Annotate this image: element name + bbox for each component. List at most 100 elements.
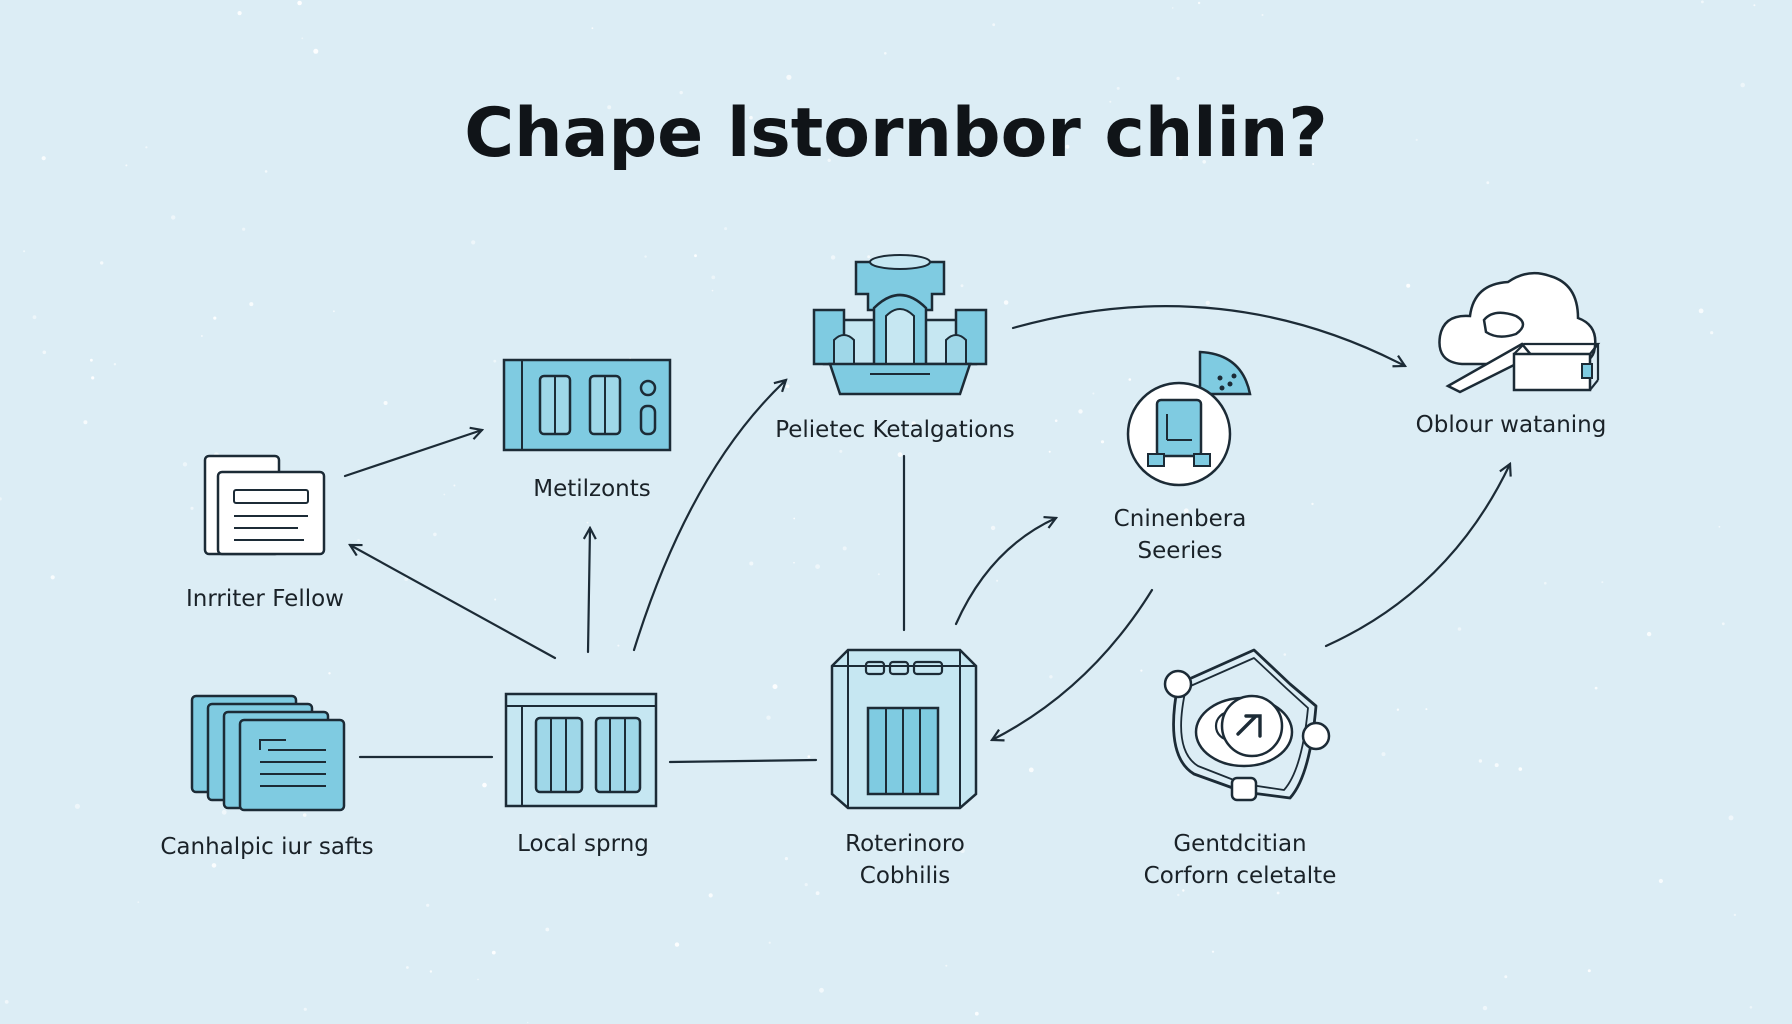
speckle-dot bbox=[1710, 331, 1714, 335]
speckle-dot bbox=[90, 358, 93, 362]
document-icon bbox=[203, 454, 326, 556]
speckle-dot bbox=[1733, 913, 1737, 917]
speckle-dot bbox=[357, 539, 360, 542]
speckle-dot bbox=[1425, 708, 1428, 711]
speckle-dot bbox=[1298, 326, 1300, 329]
speckle-dot bbox=[793, 561, 795, 564]
speckle-dot bbox=[1176, 76, 1180, 81]
speckle-dot bbox=[711, 275, 716, 280]
speckle-dot bbox=[301, 37, 304, 40]
speckle-dot bbox=[827, 158, 831, 162]
speckle-dot bbox=[477, 978, 479, 981]
speckle-dot bbox=[1658, 878, 1663, 884]
speckle-dot bbox=[804, 883, 808, 887]
speckle-dot bbox=[1749, 1006, 1753, 1009]
speckle-dot bbox=[426, 903, 430, 907]
speckle-dot bbox=[945, 430, 948, 433]
speckle-dot bbox=[443, 493, 446, 496]
speckle-dot bbox=[911, 421, 916, 426]
speckle-dot bbox=[960, 848, 965, 853]
speckle-dot bbox=[242, 227, 246, 231]
speckle-dot bbox=[1078, 409, 1083, 414]
speckle-dot bbox=[249, 302, 254, 307]
arrow-inrriter-to-metilzonts bbox=[343, 430, 482, 478]
speckle-dot bbox=[1721, 622, 1725, 626]
speckle-dot bbox=[839, 449, 843, 453]
speckle-dot bbox=[221, 809, 227, 815]
speckle-dot bbox=[297, 0, 302, 6]
node-label-gentdcitian: Gentdcitian Corforn celetalte bbox=[1143, 831, 1337, 889]
speckle-dot bbox=[694, 254, 697, 258]
speckle-dot bbox=[766, 715, 771, 720]
speckle-dot bbox=[960, 284, 964, 288]
speckle-dot bbox=[586, 521, 589, 524]
speckle-dot bbox=[1065, 144, 1070, 149]
speckle-dot bbox=[1128, 378, 1132, 381]
network-lock-icon bbox=[1163, 648, 1331, 802]
arrow-hub-to-pelietec bbox=[632, 380, 786, 652]
speckle-dot bbox=[406, 966, 409, 969]
speckle-dot bbox=[200, 335, 203, 337]
speckle-dot bbox=[974, 1011, 979, 1016]
page-title: Chape lstornbor chlin? bbox=[464, 94, 1328, 173]
castle-icon bbox=[812, 254, 988, 396]
speckle-dot bbox=[807, 755, 811, 758]
speckle-dot bbox=[768, 941, 771, 944]
speckle-dot bbox=[1140, 669, 1143, 672]
speckle-dot bbox=[607, 105, 612, 110]
node-label-cninenbera: Cninenbera Seeries bbox=[1113, 506, 1247, 564]
speckle-dot bbox=[1601, 581, 1604, 584]
speckle-dot bbox=[1205, 300, 1211, 306]
speckle-dot bbox=[1478, 759, 1483, 763]
speckle-dot bbox=[526, 1021, 529, 1024]
speckle-dot bbox=[303, 1007, 307, 1011]
speckle-dot bbox=[383, 401, 388, 405]
speckle-dot bbox=[32, 315, 37, 320]
speckle-dot bbox=[264, 170, 268, 173]
speckle-dot bbox=[1283, 653, 1287, 656]
speckle-dot bbox=[302, 813, 307, 817]
speckle-dot bbox=[1049, 675, 1053, 679]
speckle-dot bbox=[1553, 422, 1556, 426]
speckle-dot bbox=[482, 782, 487, 788]
speckle-dot bbox=[591, 27, 594, 30]
speckle-dot bbox=[1381, 752, 1386, 757]
cloud-icon bbox=[1438, 271, 1601, 394]
speckle-dot bbox=[990, 525, 996, 531]
speckle-dot bbox=[1054, 419, 1058, 423]
speckle-dot bbox=[494, 598, 497, 601]
speckle-dot bbox=[1482, 1005, 1488, 1011]
speckle-dot bbox=[724, 227, 728, 231]
node-label-metilzonts: Metilzonts bbox=[533, 476, 651, 502]
speckle-dot bbox=[1646, 631, 1652, 637]
speckle-dot bbox=[182, 462, 188, 467]
speckle-dot bbox=[674, 942, 680, 947]
speckle-dot bbox=[100, 261, 104, 265]
speckle-dot bbox=[884, 52, 887, 55]
speckle-dot bbox=[1131, 147, 1136, 153]
speckle-dot bbox=[1100, 440, 1105, 444]
speckle-dot bbox=[1494, 763, 1499, 768]
speckle-dot bbox=[74, 803, 80, 809]
speckle-dot bbox=[996, 579, 999, 582]
node-label-pelietec: Pelietec Ketalgations bbox=[775, 417, 1015, 443]
node-label-roterinoro: Roterinoro Cobhilis bbox=[845, 831, 965, 889]
speckle-dot bbox=[545, 927, 550, 932]
speckle-dot bbox=[1177, 893, 1180, 897]
speckle-dot bbox=[1182, 889, 1185, 892]
speckle-dot bbox=[1028, 767, 1034, 773]
speckle-dot bbox=[1518, 767, 1523, 771]
database-badge-icon bbox=[1126, 350, 1252, 487]
speckle-dot bbox=[1261, 14, 1264, 16]
speckle-dot bbox=[1701, 0, 1704, 4]
speckle-dot bbox=[855, 423, 858, 426]
speckle-dot bbox=[1406, 283, 1411, 288]
speckle-dot bbox=[644, 255, 647, 258]
speckle-dot bbox=[793, 517, 796, 520]
speckle-dot bbox=[4, 1000, 9, 1004]
speckle-dot bbox=[145, 146, 148, 149]
speckle-dot bbox=[491, 950, 496, 955]
speckle-dot bbox=[471, 240, 476, 245]
speckle-dot bbox=[50, 575, 55, 580]
speckle-dot bbox=[190, 506, 194, 510]
